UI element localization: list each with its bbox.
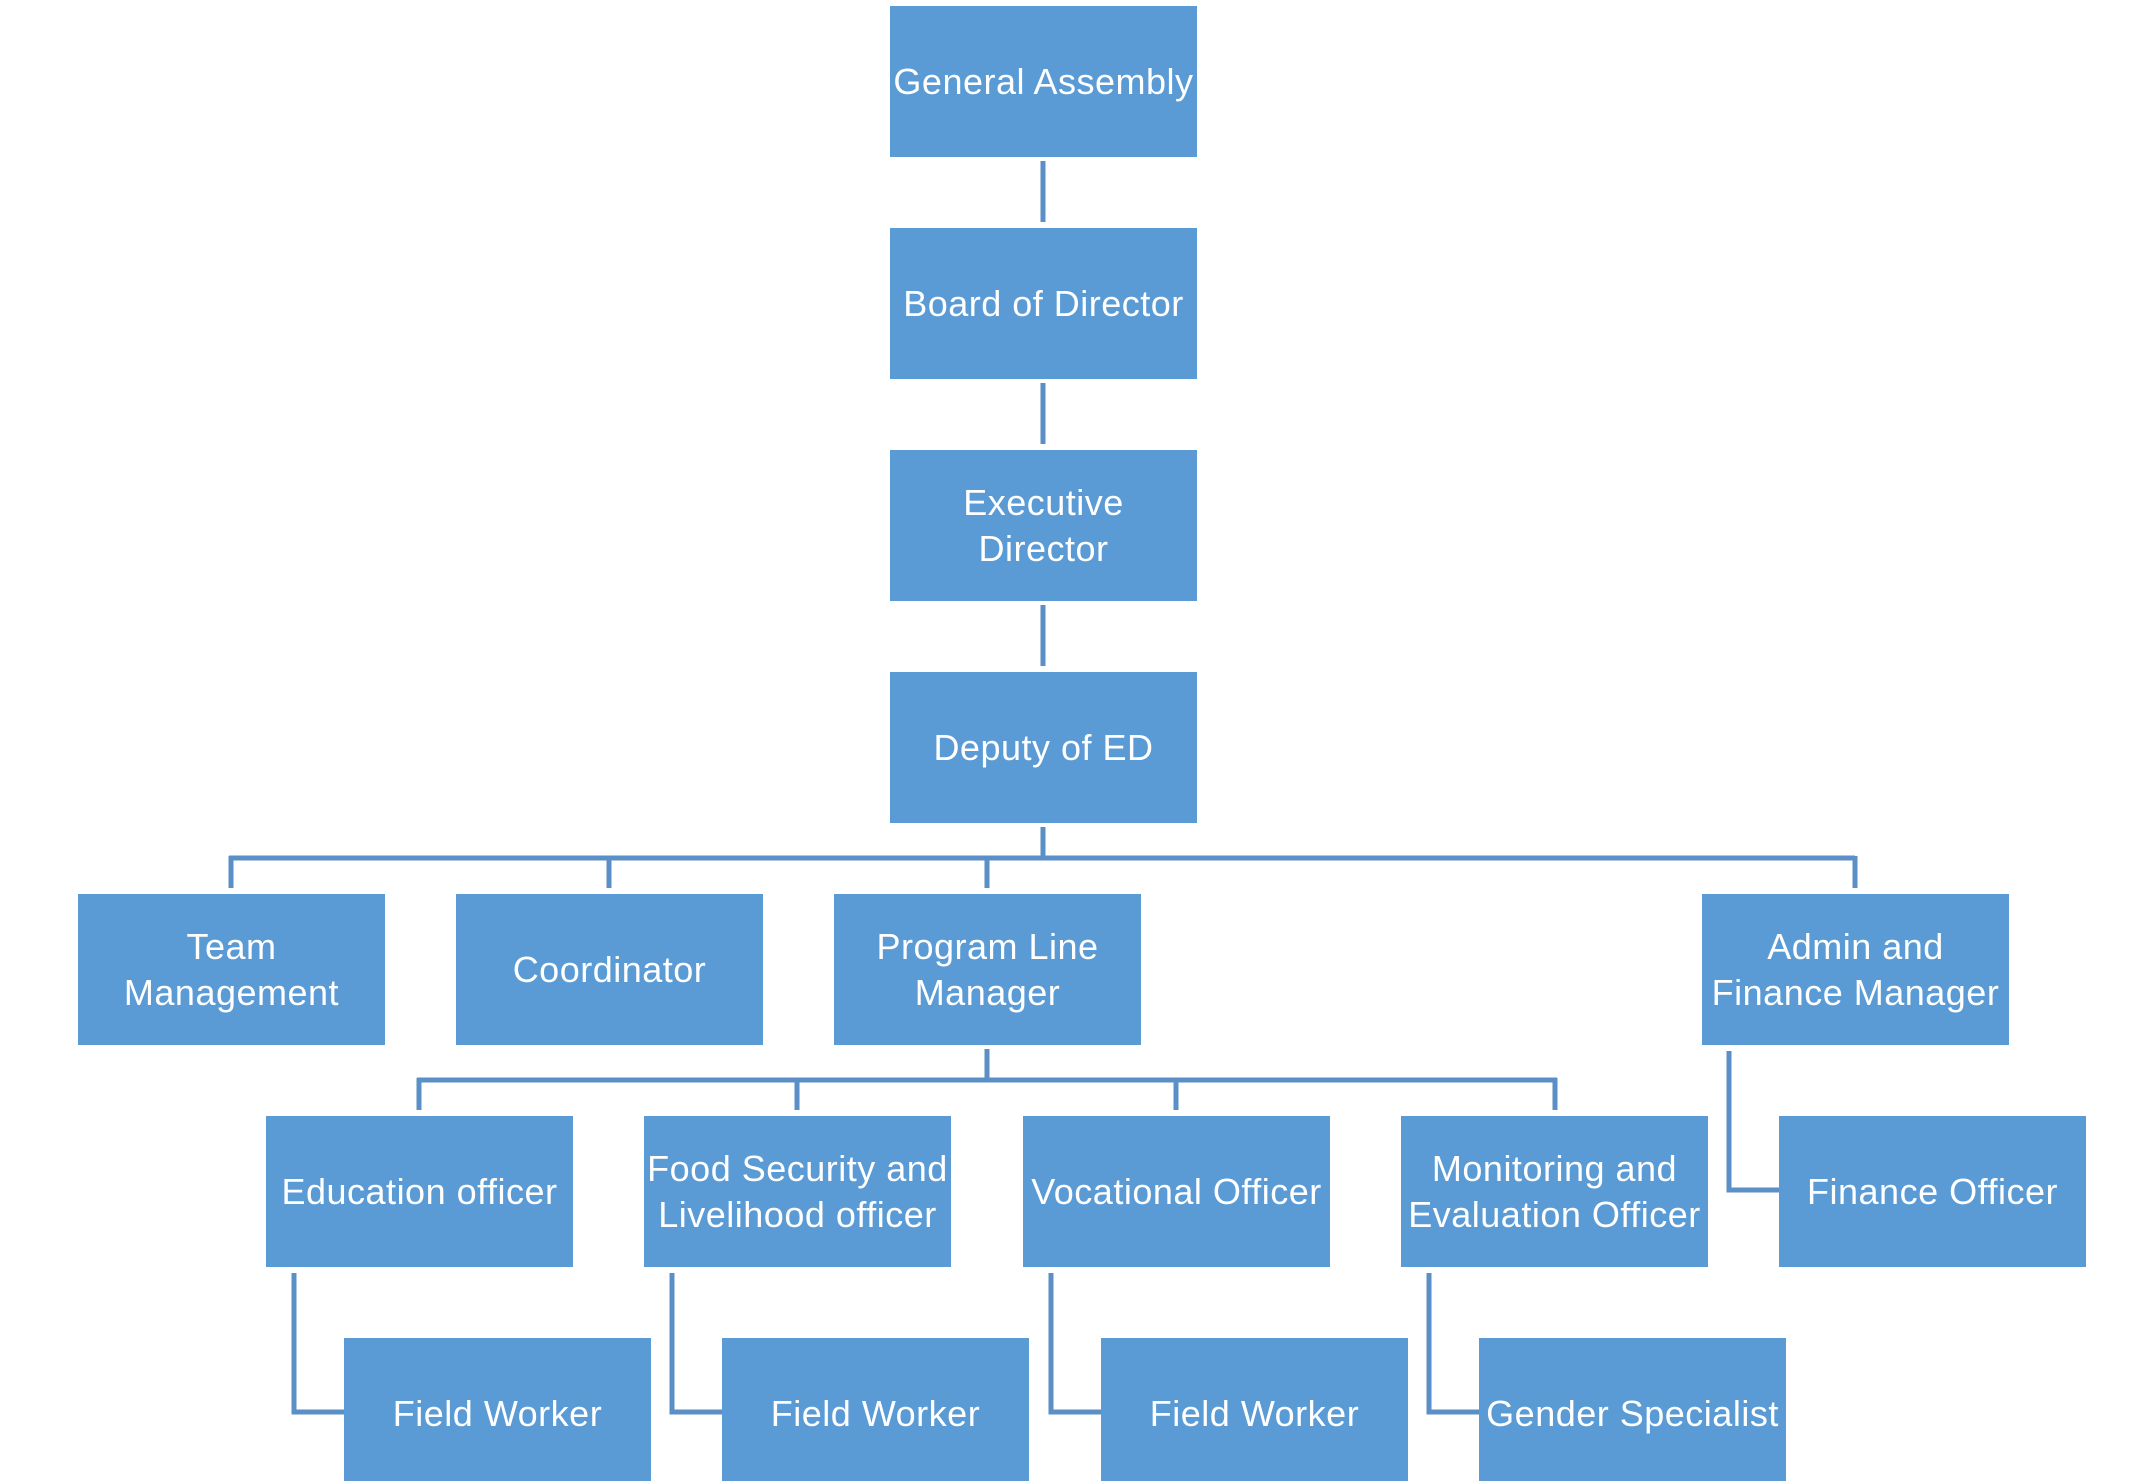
node-coordinator: Coordinator	[456, 894, 763, 1045]
node-label: Vocational Officer	[1031, 1170, 1322, 1212]
node-monitoring-evaluation-officer: Monitoring and Evaluation Officer	[1401, 1116, 1708, 1267]
node-label: Monitoring and Evaluation Officer	[1408, 1147, 1701, 1235]
node-label: Deputy of ED	[933, 726, 1154, 768]
node-vocational-officer: Vocational Officer	[1023, 1116, 1330, 1267]
node-executive-director: Executive Director	[890, 450, 1197, 601]
node-admin-finance-manager: Admin and Finance Manager	[1702, 894, 2009, 1045]
node-label: Field Worker	[1149, 1392, 1360, 1434]
node-board-of-director: Board of Director	[890, 228, 1197, 379]
node-finance-officer: Finance Officer	[1779, 1116, 2086, 1267]
node-program-line-manager: Program Line Manager	[834, 894, 1141, 1045]
connector-admin-to-finance-officer	[1726, 1051, 1779, 1193]
node-label: Coordinator	[512, 948, 707, 990]
node-field-worker-food-security: Field Worker	[722, 1338, 1029, 1481]
node-label: Board of Director	[903, 282, 1184, 324]
node-label: Admin and Finance Manager	[1711, 925, 2000, 1013]
node-gender-specialist: Gender Specialist	[1479, 1338, 1786, 1481]
node-education-officer: Education officer	[266, 1116, 573, 1267]
node-general-assembly: General Assembly	[890, 6, 1197, 157]
connector-education-to-field-worker	[291, 1273, 344, 1415]
node-team-management: Team Management	[78, 894, 385, 1045]
node-field-worker-vocational: Field Worker	[1101, 1338, 1408, 1481]
node-label: Education officer	[281, 1170, 558, 1212]
node-label: Finance Officer	[1807, 1170, 2058, 1212]
node-field-worker-education: Field Worker	[344, 1338, 651, 1481]
connector-food-security-to-field-worker	[669, 1273, 722, 1415]
node-label: Team Management	[123, 925, 340, 1013]
node-label: Gender Specialist	[1486, 1392, 1779, 1434]
connector-monitoring-to-gender-specialist	[1426, 1273, 1479, 1415]
node-label: General Assembly	[893, 60, 1194, 102]
node-deputy-of-ed: Deputy of ED	[890, 672, 1197, 823]
node-label: Field Worker	[392, 1392, 603, 1434]
node-label: Food Security and Livelihood officer	[647, 1147, 948, 1235]
node-label: Field Worker	[770, 1392, 981, 1434]
node-food-security-officer: Food Security and Livelihood officer	[644, 1116, 951, 1267]
node-label: Executive Director	[963, 481, 1124, 569]
connector-vocational-to-field-worker	[1048, 1273, 1101, 1415]
node-label: Program Line Manager	[876, 925, 1099, 1013]
